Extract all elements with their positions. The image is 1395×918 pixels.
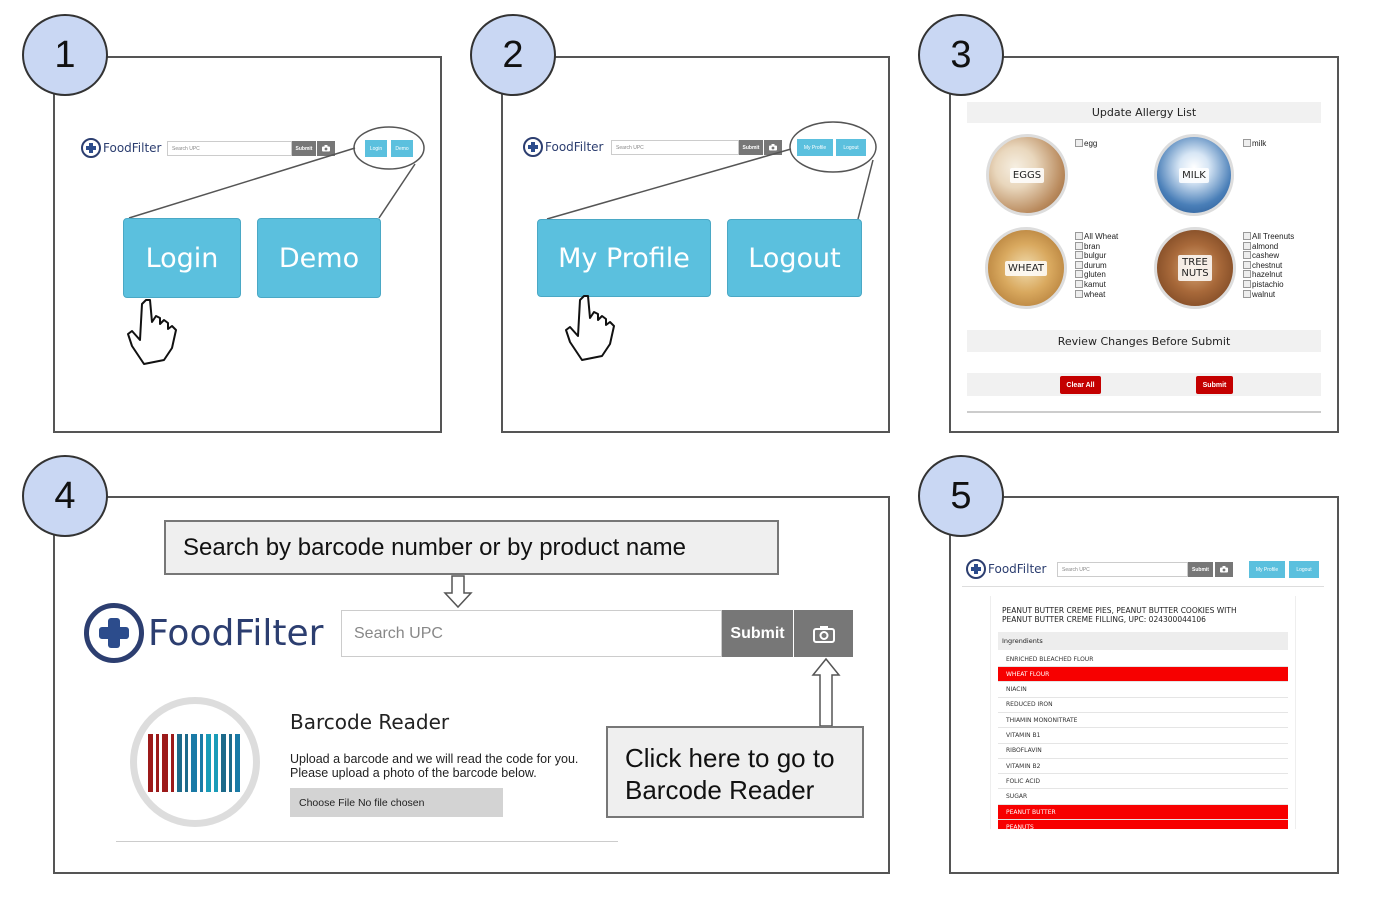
search-callout: Search by barcode number or by product n…: [164, 520, 779, 575]
wheat-options[interactable]: All Wheat bran bulgur durum gluten kamut…: [1075, 232, 1118, 299]
submit-button[interactable]: Submit: [739, 140, 763, 155]
barcode-image: [130, 697, 260, 827]
ingredient-row: RIBOFLAVIN: [998, 744, 1288, 759]
checkbox-chestnut[interactable]: chestnut: [1243, 261, 1294, 271]
login-button[interactable]: Login: [123, 218, 241, 298]
pointer-hand-icon: [565, 295, 615, 361]
nav-my-profile-button[interactable]: My Profile: [797, 139, 833, 156]
barcode-reader-callout: Click here to go to Barcode Reader: [606, 726, 864, 818]
action-bar: [967, 373, 1321, 396]
review-changes-heading: Review Changes Before Submit: [967, 330, 1321, 352]
foodfilter-logo: FoodFilter: [966, 559, 1047, 579]
checkbox-all-wheat[interactable]: All Wheat: [1075, 232, 1118, 242]
foodfilter-logo: FoodFilter: [523, 137, 604, 157]
header-divider: [962, 586, 1324, 587]
camera-icon[interactable]: [1215, 562, 1233, 577]
demo-button[interactable]: Demo: [257, 218, 381, 298]
barcode-reader-description: Upload a barcode and we will read the co…: [290, 752, 579, 780]
step-badge-2: 2: [470, 14, 556, 96]
ingredient-row: THIAMIN MONONITRATE: [998, 713, 1288, 729]
checkbox-all-treenuts[interactable]: All Treenuts: [1243, 232, 1294, 242]
checkbox-pistachio[interactable]: pistachio: [1243, 280, 1294, 290]
search-input[interactable]: Search UPC: [1057, 562, 1188, 577]
pointer-hand-icon: [127, 299, 177, 365]
foodfilter-logo-large: FoodFilter: [84, 603, 323, 663]
ingredient-row: FOLIC ACID: [998, 774, 1288, 790]
logo-icon: [966, 559, 986, 579]
nav-my-profile-button[interactable]: My Profile: [1249, 561, 1285, 578]
divider: [116, 841, 618, 842]
nav-login-button[interactable]: Login: [365, 140, 387, 157]
tree-nut-options[interactable]: All Treenuts almond cashew chestnut haze…: [1243, 232, 1294, 299]
allergy-submit-button[interactable]: Submit: [1196, 376, 1233, 394]
checkbox-bulgur[interactable]: bulgur: [1075, 251, 1118, 261]
panel5-mask: [951, 829, 1337, 872]
milk-image: MILK: [1154, 134, 1234, 216]
checkbox-milk[interactable]: milk: [1243, 139, 1266, 149]
ingredient-row: VITAMIN B1: [998, 729, 1288, 744]
submit-button[interactable]: Submit: [1188, 562, 1213, 577]
nav-logout-button[interactable]: Logout: [1289, 561, 1319, 578]
nav-logout-button[interactable]: Logout: [836, 139, 866, 156]
step-badge-5: 5: [918, 455, 1004, 537]
eggs-image: EGGS: [986, 134, 1068, 216]
ingredient-row: NIACIN: [998, 683, 1288, 698]
camera-icon[interactable]: [317, 141, 335, 156]
checkbox-hazelnut[interactable]: hazelnut: [1243, 270, 1294, 280]
checkbox-cashew[interactable]: cashew: [1243, 251, 1294, 261]
step-badge-1: 1: [22, 14, 108, 96]
checkbox-walnut[interactable]: walnut: [1243, 290, 1294, 300]
search-input-large[interactable]: Search UPC: [341, 610, 722, 657]
checkbox-wheat[interactable]: wheat: [1075, 290, 1118, 300]
nav-demo-button[interactable]: Demo: [391, 140, 413, 157]
zoom-callout-lines: [546, 121, 877, 220]
checkbox-egg[interactable]: egg: [1075, 139, 1097, 149]
checkbox-gluten[interactable]: gluten: [1075, 270, 1118, 280]
step-badge-4: 4: [22, 455, 108, 537]
wheat-image: WHEAT: [985, 227, 1067, 309]
ingredients-header: Ingrendients: [998, 632, 1288, 650]
submit-button[interactable]: Submit: [292, 141, 316, 156]
checkbox-durum[interactable]: durum: [1075, 261, 1118, 271]
logo-icon: [84, 603, 144, 663]
divider: [967, 411, 1321, 413]
my-profile-button[interactable]: My Profile: [537, 219, 711, 297]
product-card: [990, 596, 1296, 831]
checkbox-kamut[interactable]: kamut: [1075, 280, 1118, 290]
camera-icon[interactable]: [764, 140, 782, 155]
update-allergy-title: Update Allergy List: [967, 102, 1321, 123]
egg-options[interactable]: egg: [1075, 139, 1097, 149]
ingredient-row: ENRICHED BLEACHED FLOUR: [998, 652, 1288, 667]
up-arrow-icon: [811, 657, 841, 727]
ingredient-row: REDUCED IRON: [998, 698, 1288, 713]
submit-button-large[interactable]: Submit: [722, 610, 793, 657]
search-input[interactable]: Search UPC: [611, 140, 739, 155]
down-arrow-icon: [443, 575, 473, 609]
search-input[interactable]: Search UPC: [167, 141, 292, 156]
checkbox-almond[interactable]: almond: [1243, 242, 1294, 252]
foodfilter-logo: FoodFilter: [81, 138, 162, 158]
logo-icon: [81, 138, 101, 158]
milk-options[interactable]: milk: [1243, 139, 1266, 149]
logo-icon: [523, 137, 543, 157]
allergen-ingredient-row: WHEAT FLOUR: [998, 667, 1288, 683]
barcode-reader-title: Barcode Reader: [290, 710, 450, 734]
zoom-callout-lines: [128, 126, 425, 219]
step-badge-3: 3: [918, 14, 1004, 96]
clear-all-button[interactable]: Clear All: [1060, 376, 1101, 394]
product-title: PEANUT BUTTER CREME PIES, PEANUT BUTTER …: [1002, 606, 1237, 624]
logout-button[interactable]: Logout: [727, 219, 862, 297]
ingredient-row: VITAMIN B2: [998, 759, 1288, 775]
allergen-ingredient-row: PEANUT BUTTER: [998, 805, 1288, 820]
checkbox-bran[interactable]: bran: [1075, 242, 1118, 252]
camera-icon-large[interactable]: [794, 610, 853, 657]
ingredient-row: SUGAR: [998, 790, 1288, 805]
choose-file-input[interactable]: Choose File No file chosen: [290, 788, 503, 817]
